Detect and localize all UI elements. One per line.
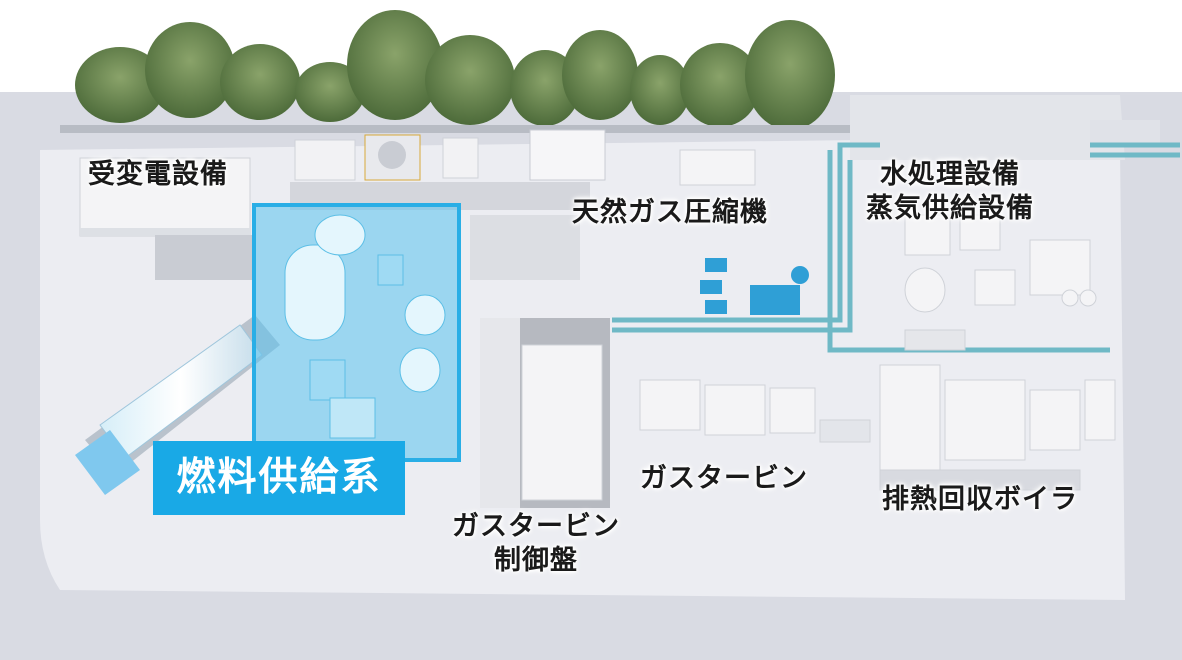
- tree-line: [75, 10, 835, 130]
- label-gas-compressor: 天然ガス圧縮機: [572, 197, 768, 228]
- compressor-equipment: [700, 258, 809, 315]
- label-water-treatment: 水処理設備: [880, 159, 1020, 190]
- tanker-truck: [75, 315, 280, 495]
- hrsg-unit: [879, 364, 1116, 491]
- fuel-tanks: [284, 214, 446, 439]
- gas-turbine-unit: [639, 379, 871, 443]
- label-gas-turbine-panel-line2: 制御盤: [494, 545, 578, 576]
- label-gas-turbine: ガスタービン: [640, 463, 808, 494]
- pipe-racks: [612, 142, 1180, 353]
- label-fuel-supply: 燃料供給系: [153, 441, 405, 515]
- label-hrsg: 排熱回収ボイラ: [882, 484, 1078, 515]
- label-substation: 受変電設備: [88, 159, 228, 190]
- water-treatment-unit: [904, 214, 1097, 351]
- substation-building: [79, 157, 251, 237]
- label-gas-turbine-panel-line1: ガスタービン: [452, 511, 620, 542]
- label-gas-turbine-panel: ガスタービン 制御盤: [452, 510, 620, 578]
- fence: [60, 125, 850, 133]
- label-steam-supply: 蒸気供給設備: [866, 193, 1034, 224]
- label-water-steam: 水処理設備 蒸気供給設備: [866, 158, 1034, 226]
